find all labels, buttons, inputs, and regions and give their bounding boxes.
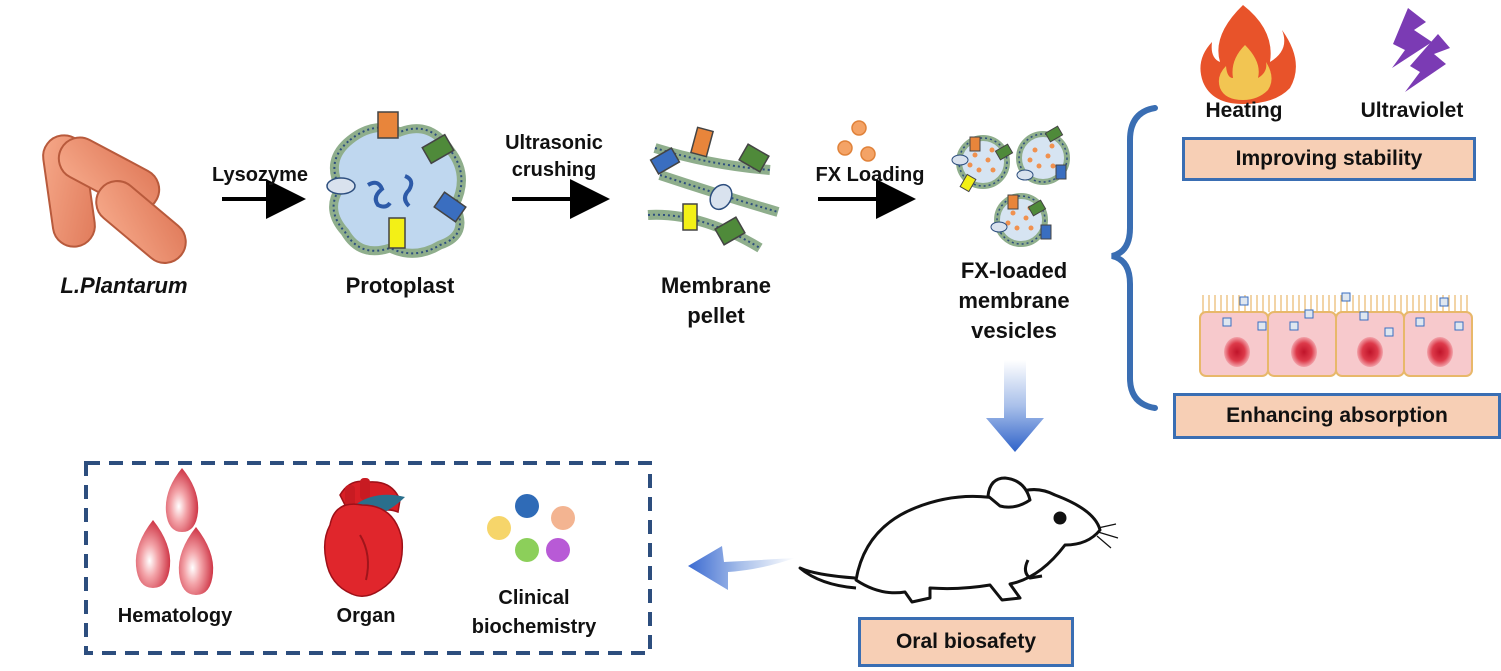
clinical-biochemistry-dots-icon <box>487 494 575 562</box>
blood-drops-icon <box>135 468 214 595</box>
left-arrow <box>688 546 795 590</box>
ultrasonic-label: Ultrasonic crushing <box>484 130 624 184</box>
fx-vesicles-label-line1: FX-loaded <box>960 258 1068 283</box>
clinical-label-line1: Clinical <box>498 587 570 609</box>
fx-vesicles-icon <box>951 125 1070 247</box>
down-arrow <box>986 360 1044 452</box>
fx-loading-label: FX Loading <box>815 164 925 186</box>
ultrasonic-label-line2: crushing <box>511 159 597 181</box>
heart-organ-icon <box>323 478 405 597</box>
clinical-label-line2: biochemistry <box>471 616 597 638</box>
curly-bracket <box>1111 105 1158 411</box>
membrane-pellet-label-line1: Membrane <box>660 273 772 298</box>
mouse-icon <box>798 476 1119 604</box>
fx-vesicles-label-line2: membrane <box>958 288 1070 313</box>
membrane-pellet-icon <box>647 126 780 253</box>
fx-molecule-dots <box>837 120 876 162</box>
clinical-biochemistry-label: Clinical biochemistry <box>452 584 616 642</box>
enhancing-absorption-box: Enhancing absorption <box>1173 393 1501 439</box>
ultraviolet-lightning-icon <box>1392 8 1450 92</box>
fx-vesicles-label-line3: vesicles <box>971 318 1057 343</box>
intestinal-cells-icon <box>1199 292 1473 377</box>
ultraviolet-label: Ultraviolet <box>1360 99 1464 122</box>
protoplast-icon <box>326 111 467 258</box>
lysozyme-label: Lysozyme <box>212 164 308 186</box>
biosafety-dashed-frame <box>84 461 652 655</box>
bacteria-label: L.Plantarum <box>60 273 188 298</box>
bacteria-icon <box>42 134 187 264</box>
heating-label: Heating <box>1205 99 1283 122</box>
improving-stability-box: Improving stability <box>1182 137 1476 181</box>
ultrasonic-label-line1: Ultrasonic <box>505 132 603 154</box>
hematology-label: Hematology <box>117 605 233 627</box>
oral-biosafety-box: Oral biosafety <box>858 617 1074 667</box>
protoplast-label: Protoplast <box>345 273 455 298</box>
organ-label: Organ <box>336 605 396 627</box>
fx-vesicles-label: FX-loaded membrane vesicles <box>936 256 1092 346</box>
membrane-pellet-label: Membrane pellet <box>636 271 796 331</box>
flame-icon <box>1200 5 1296 104</box>
membrane-pellet-label-line2: pellet <box>687 303 745 328</box>
